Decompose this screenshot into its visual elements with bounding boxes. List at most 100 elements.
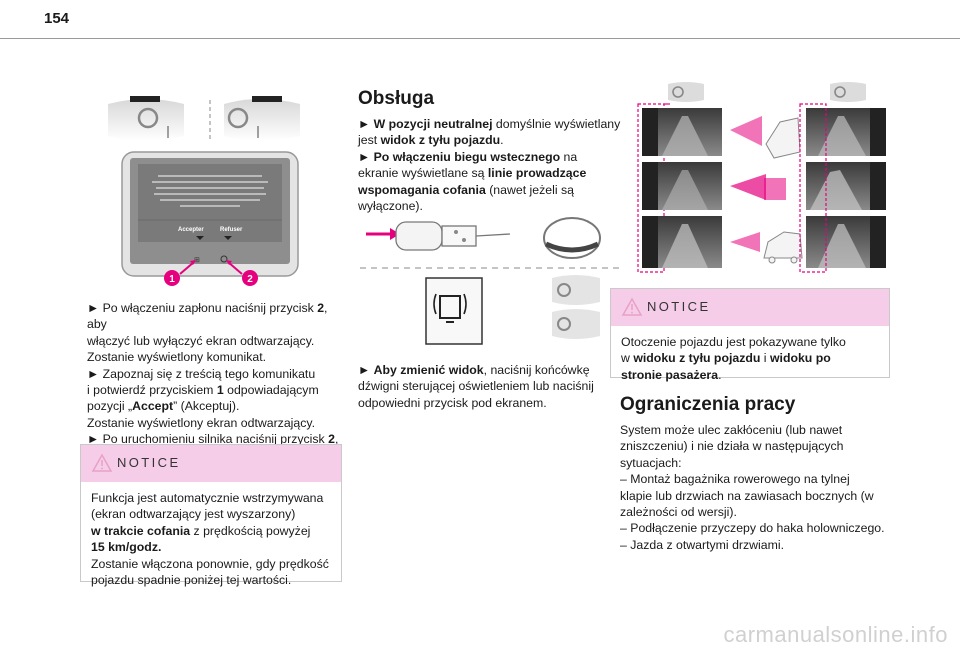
bold-text: widok z tyłu pojazdu [380, 133, 501, 148]
text: System może ulec zakłóceniu (lub nawet [620, 423, 843, 437]
text: ► Po włączeniu zapłonu naciśnij przycisk [87, 301, 318, 315]
text: na [560, 149, 578, 164]
bold-text: wspomagania cofania [358, 182, 486, 197]
vehicle-icon-bottom [763, 231, 803, 264]
text: i [760, 351, 770, 366]
text: w [621, 351, 634, 366]
camera-view-right-2 [806, 162, 886, 210]
text-line: – Montaż bagażnika rowerowego na tylnej [620, 471, 910, 487]
camera-view-left-3 [642, 216, 722, 268]
text: zniszczeniu) i nie działa w następującyc… [620, 439, 844, 454]
text-line: ► Zapoznaj się z treścią tego komunikatu [87, 366, 347, 382]
badge-2-icon [242, 270, 258, 286]
bold-text: Po włączeniu biegu wstecznego [373, 149, 561, 164]
vehicle-icon-top [765, 117, 801, 159]
text-line: pojazdu spadnie poniżej tej wartości. [91, 572, 331, 588]
bold-text: 1 [216, 383, 224, 398]
bold-text: widoku po [769, 351, 831, 366]
text: ► [358, 117, 374, 131]
text-line: ► Po włączeniu zapłonu naciśnij przycisk… [87, 300, 347, 333]
text-line: Otoczenie pojazdu jest pokazywane tylko [621, 334, 879, 350]
accept-label: Accepter [178, 227, 204, 233]
text: wyłączone). [358, 199, 423, 214]
text-line: Zostanie wyświetlony ekran odtwarzający. [87, 415, 347, 431]
svg-text:1: 1 [169, 274, 175, 285]
text-line: klapie lub drzwiach na zawiasach bocznyc… [620, 488, 910, 504]
svg-text:⊞: ⊞ [194, 257, 200, 264]
text: pozycji „ [87, 399, 133, 414]
text-line: stronie pasażera. [621, 367, 879, 383]
top-rule [0, 38, 960, 39]
text: i potwierdź przyciskiem [87, 383, 217, 398]
svg-text:2: 2 [247, 274, 253, 285]
text: ► [358, 363, 374, 377]
text: – Montaż bagażnika rowerowego na tylnej [620, 472, 850, 487]
text: z prędkością powyżej [190, 523, 311, 538]
camera-view-right-1 [806, 108, 886, 156]
text-line: 15 km/godz. [91, 539, 331, 555]
text: ► [358, 149, 374, 164]
text: domyślnie wyświetlany [492, 117, 621, 131]
bold-text: Aby zmienić widok [373, 363, 484, 377]
text: Zostanie wyświetlony komunikat. [87, 350, 267, 365]
bold-text: 2 [317, 301, 325, 315]
arrow-right-icon [366, 228, 400, 240]
text: zależności od wersji). [620, 505, 737, 520]
steering-wheel-side-icon [543, 217, 601, 259]
warning-triangle-icon [91, 453, 113, 472]
text: ► Po uruchomieniu silnika naciśnij przyc… [87, 432, 329, 447]
text: , naciśnij końcówkę [483, 363, 590, 377]
section-heading-obsluga: Obsługa [358, 88, 435, 109]
camera-view-right-3 [806, 216, 886, 268]
bold-text: 15 km/godz. [91, 540, 162, 555]
badge-1-icon [164, 270, 180, 286]
bold-text: W pozycji neutralnej [373, 117, 493, 131]
text-line: Zostanie włączona ponownie, gdy prędkość [91, 556, 331, 572]
steering-wheel-small-bottom-icon [552, 309, 600, 339]
camera-view-left-2 [642, 162, 722, 210]
text-line: zależności od wersji). [620, 504, 910, 520]
text: , aby [87, 301, 328, 332]
text-line: ► Aby zmienić widok, naciśnij końcówkę [358, 362, 623, 378]
bold-text: widoku z tyłu pojazdu [633, 351, 761, 366]
col3-text: System może ulec zakłóceniu (lub nawet zn… [620, 422, 910, 553]
bold-text: 2 [328, 432, 335, 447]
text-line: ► W pozycji neutralnej domyślnie wyświet… [358, 116, 623, 132]
text: . [718, 367, 722, 382]
text: , [334, 432, 339, 447]
text-line: Funkcja jest automatycznie wstrzymywana [91, 490, 331, 506]
col2-text: ► W pozycji neutralnej domyślnie wyświet… [358, 116, 623, 214]
col2-heading-block: Obsługa [358, 88, 623, 110]
text-line: ► Po włączeniu biegu wstecznego na [358, 149, 623, 165]
text-line: dźwigni sterującej oświetleniem lub naci… [358, 378, 623, 394]
text-line: włączyć lub wyłączyć ekran odtwarzający. [87, 333, 347, 349]
text: Funkcja jest automatycznie wstrzymywana [91, 491, 324, 505]
steering-wheel-top-right-icon [830, 82, 866, 102]
notice-body: Funkcja jest automatycznie wstrzymywana(… [81, 482, 341, 594]
camera-views-figure [637, 82, 886, 273]
text-line: w trakcie cofania z prędkością powyżej [91, 523, 331, 539]
text-line: – Podłączenie przyczepy do haka holownic… [620, 520, 910, 536]
col3-heading-block: Ograniczenia pracy [620, 394, 900, 416]
text-line: odpowiedni przycisk pod ekranem. [358, 395, 623, 411]
bold-text: Accept [132, 399, 174, 414]
light-stalk-figure [360, 217, 622, 345]
text-line: wspomagania cofania (nawet jeżeli są [358, 182, 623, 198]
steering-wheel-small-top-icon [552, 275, 600, 305]
text-line: w widoku z tyłu pojazdu i widoku po [621, 350, 879, 366]
bold-text: stronie pasażera [621, 367, 719, 382]
steering-wheel-right-icon [224, 96, 300, 141]
screen-figure: Accepter Refuser ⊞ 1 2 [108, 96, 300, 286]
text: jest [358, 133, 381, 148]
notice-title: NOTICE [117, 455, 181, 470]
text-line: – Jazda z otwartymi drzwiami. [620, 537, 910, 553]
text-line: (ekran odtwarzający jest wyszarzony) [91, 506, 331, 522]
text: odpowiedni przycisk pod ekranem. [358, 395, 547, 410]
text-line: pozycji „Accept” (Akceptuj). [87, 398, 347, 414]
text: Zostanie wyświetlony ekran odtwarzający. [87, 415, 316, 430]
bold-text: w trakcie cofania [91, 523, 191, 538]
text: sytuacjach: [620, 455, 682, 470]
notice-header-2: NOTICE [611, 289, 889, 326]
